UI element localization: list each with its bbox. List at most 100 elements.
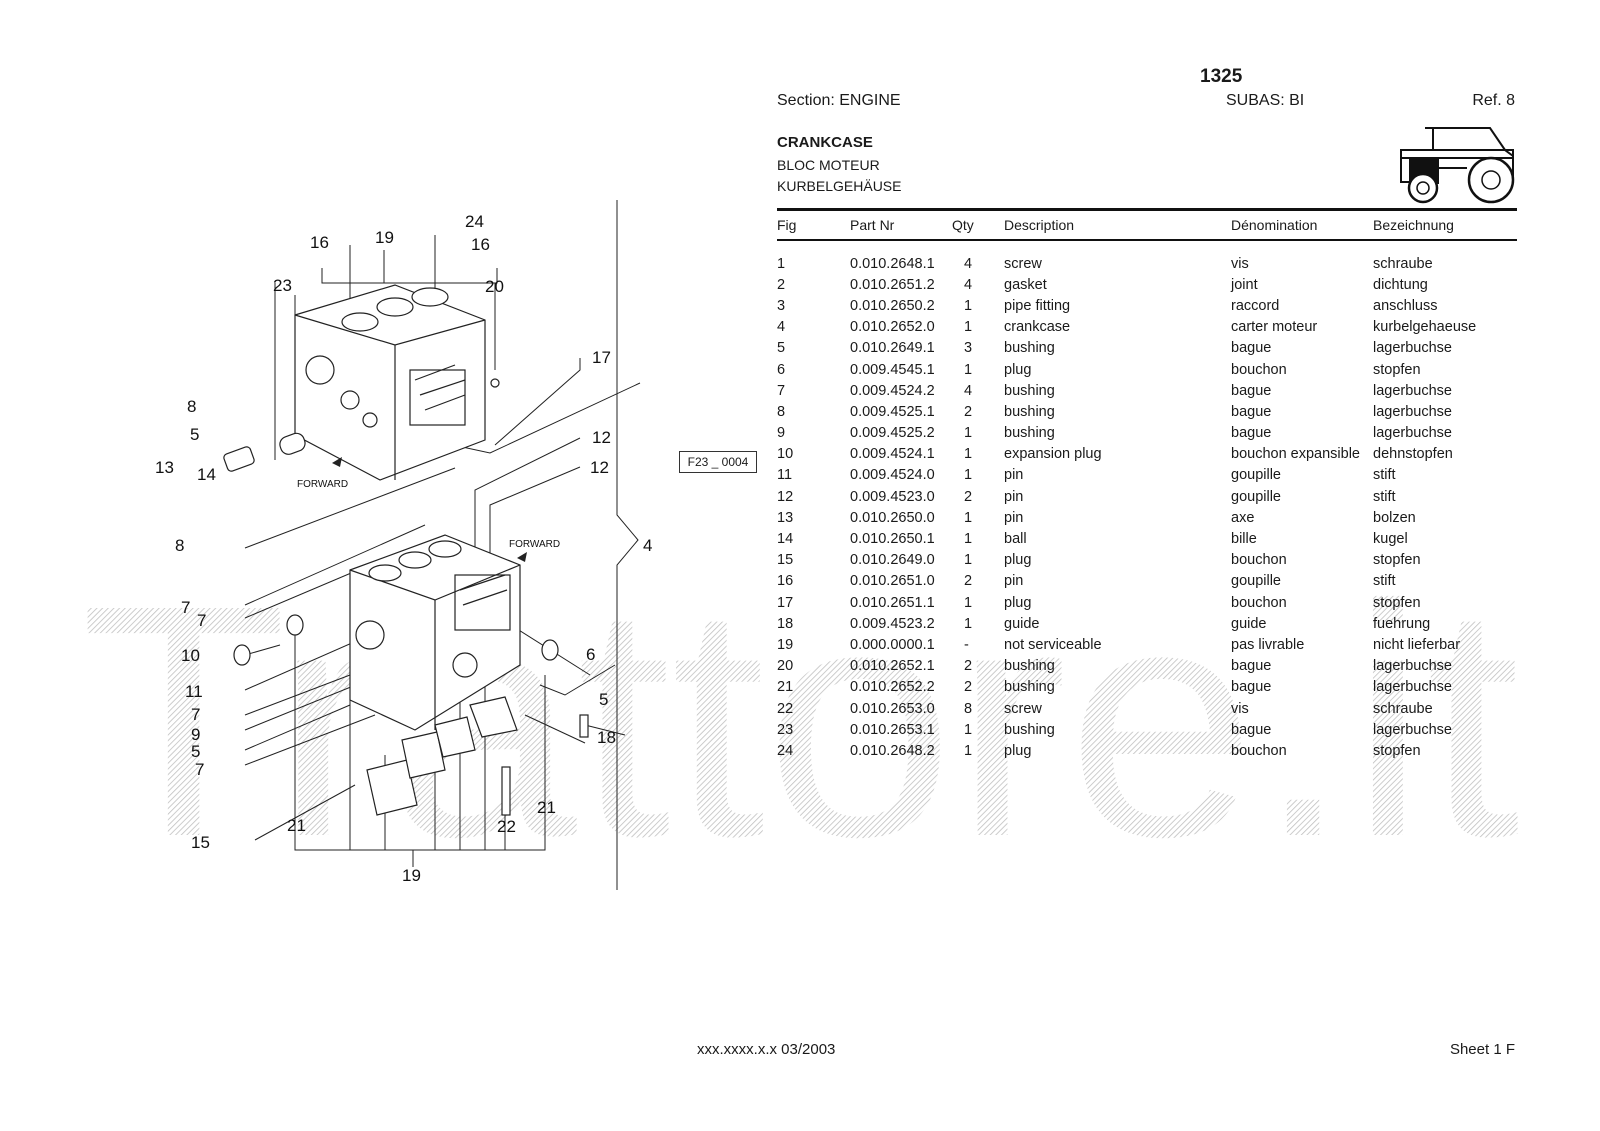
cell-part-nr: 0.010.2650.2 — [850, 297, 935, 314]
header-part-nr: Part Nr — [850, 217, 895, 233]
cell-denomination: bouchon — [1231, 361, 1287, 378]
cell-part-nr: 0.010.2652.1 — [850, 658, 935, 675]
bearing-caps — [366, 696, 518, 816]
cell-part-nr: 0.009.4525.1 — [850, 403, 935, 420]
cell-bezeichnung: stift — [1373, 573, 1396, 590]
cell-part-nr: 0.009.4545.1 — [850, 361, 935, 378]
callout-16b: 16 — [471, 235, 490, 254]
cell-part-nr: 0.010.2652.0 — [850, 319, 935, 336]
cell-description: pin — [1004, 573, 1024, 590]
cell-qty: 1 — [964, 721, 973, 738]
cell-fig: 2 — [777, 276, 786, 293]
cell-description: screw — [1004, 255, 1042, 272]
cell-qty: 1 — [964, 615, 973, 632]
cell-description: screw — [1004, 700, 1042, 717]
cell-description: gasket — [1004, 276, 1047, 293]
callout-4: 4 — [643, 536, 652, 555]
cell-fig: 3 — [777, 297, 786, 314]
callout-13: 13 — [155, 458, 174, 477]
cell-part-nr: 0.009.4523.0 — [850, 488, 935, 505]
forward-label-upper: FORWARD — [297, 479, 348, 490]
cell-part-nr: 0.010.2653.1 — [850, 721, 935, 738]
cell-part-nr: 0.010.2651.1 — [850, 594, 935, 611]
callout-5c: 5 — [191, 742, 200, 761]
cell-qty: - — [964, 636, 969, 653]
forward-label-lower: FORWARD — [509, 539, 560, 550]
cell-bezeichnung: lagerbuchse — [1373, 340, 1452, 357]
cell-part-nr: 0.010.2649.1 — [850, 340, 935, 357]
cell-denomination: joint — [1231, 276, 1258, 293]
cell-fig: 8 — [777, 403, 786, 420]
cell-denomination: guide — [1231, 615, 1267, 632]
exploded-diagram: FORWARD FORWARD 24 16 19 16 23 20 17 1 8… — [155, 200, 652, 890]
cell-description: plug — [1004, 361, 1032, 378]
callout-7b: 7 — [197, 611, 206, 630]
cell-fig: 16 — [777, 573, 794, 590]
cell-qty: 1 — [964, 297, 973, 314]
cell-bezeichnung: lagerbuchse — [1373, 679, 1452, 696]
cell-fig: 18 — [777, 615, 794, 632]
cell-qty: 2 — [964, 403, 973, 420]
cell-description: plug — [1004, 552, 1032, 569]
callout-12b: 12 — [590, 458, 609, 477]
small-parts — [223, 432, 589, 816]
callout-8b: 8 — [175, 536, 184, 555]
cell-denomination: bague — [1231, 403, 1272, 420]
cell-description: bushing — [1004, 425, 1055, 442]
cell-bezeichnung: lagerbuchse — [1373, 403, 1452, 420]
cell-description: pin — [1004, 467, 1024, 484]
cell-qty: 2 — [964, 488, 973, 505]
cell-bezeichnung: nicht lieferbar — [1373, 636, 1461, 653]
callout-7c: 7 — [191, 705, 200, 724]
lower-crankcase — [349, 534, 521, 731]
cell-part-nr: 0.010.2648.2 — [850, 742, 935, 759]
header-bezeichnung: Bezeichnung — [1373, 217, 1454, 233]
cell-fig: 13 — [777, 509, 794, 526]
cell-denomination: bague — [1231, 679, 1272, 696]
cell-bezeichnung: stopfen — [1373, 742, 1421, 759]
callout-24: 24 — [465, 212, 484, 231]
cell-description: pin — [1004, 509, 1024, 526]
cell-bezeichnung: anschluss — [1373, 297, 1438, 314]
cell-denomination: axe — [1231, 509, 1255, 526]
cell-description: pipe fitting — [1004, 297, 1071, 314]
cell-fig: 21 — [777, 679, 794, 696]
cell-denomination: vis — [1231, 255, 1249, 272]
cell-fig: 1 — [777, 255, 786, 272]
cell-part-nr: 0.010.2651.2 — [850, 276, 935, 293]
title-german: KURBELGEHÄUSE — [777, 178, 902, 194]
cell-qty: 1 — [964, 446, 973, 463]
cell-qty: 1 — [964, 594, 973, 611]
forward-arrow-icon-lower — [517, 552, 527, 562]
cell-description: bushing — [1004, 340, 1055, 357]
cell-denomination: bague — [1231, 721, 1272, 738]
header-denomination: Dénomination — [1231, 217, 1318, 233]
cell-denomination: carter moteur — [1231, 319, 1318, 336]
header-fig: Fig — [777, 217, 797, 233]
cell-denomination: goupille — [1231, 467, 1281, 484]
cell-part-nr: 0.010.2649.0 — [850, 552, 935, 569]
cell-fig: 20 — [777, 658, 794, 675]
cell-description: bushing — [1004, 721, 1055, 738]
cell-fig: 24 — [777, 742, 794, 759]
cell-fig: 14 — [777, 531, 794, 548]
cell-bezeichnung: stift — [1373, 488, 1396, 505]
cell-qty: 1 — [964, 425, 973, 442]
cell-denomination: bouchon expansible — [1231, 446, 1360, 463]
cell-fig: 9 — [777, 425, 786, 442]
cell-fig: 15 — [777, 552, 794, 569]
cell-fig: 6 — [777, 361, 786, 378]
cell-denomination: bouchon — [1231, 742, 1287, 759]
cell-qty: 3 — [964, 340, 973, 357]
